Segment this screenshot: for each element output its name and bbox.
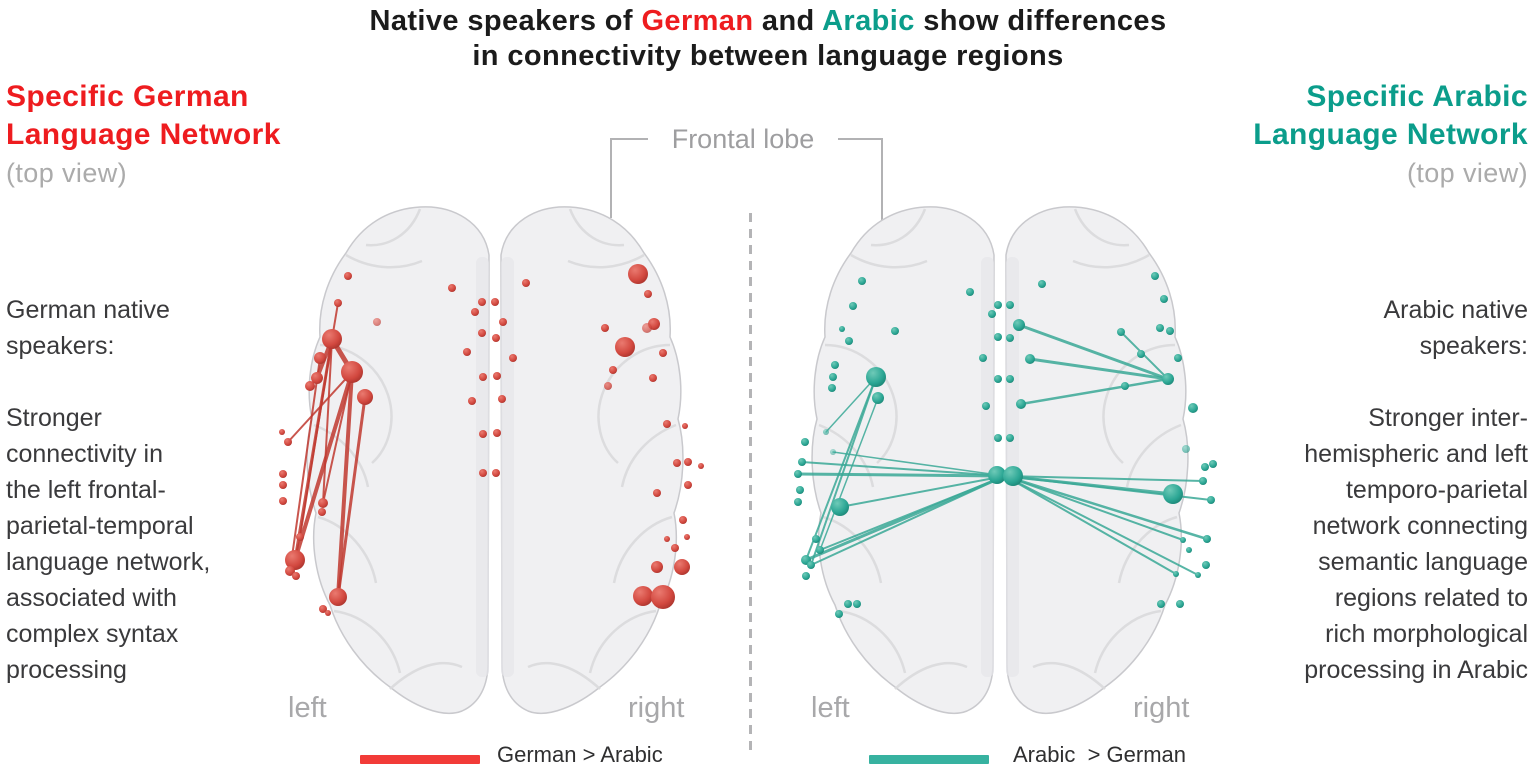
connectivity-nodes [794, 272, 1217, 618]
title-part3: show differences [914, 5, 1167, 37]
title-line-1: Native speakers of German and Arabic sho… [0, 4, 1536, 39]
figure-title: Native speakers of German and Arabic sho… [0, 4, 1536, 74]
frontal-lobe-connector-right-v [881, 138, 883, 232]
legend-german-label: German > Arabic [497, 742, 663, 767]
arabic-heading-line1: Specific Arabic [1306, 80, 1528, 113]
connectivity-nodes [279, 264, 704, 616]
arabic-heading-line2: Language Network [1253, 118, 1528, 151]
brain-figure-german [279, 206, 704, 715]
german-heading-line2: Language Network [6, 118, 281, 151]
german-description: German native speakers: Stronger connect… [6, 296, 211, 684]
arabic-network-heading: Specific Arabic Language Network (top vi… [1253, 78, 1528, 192]
title-line-2: in connectivity between language regions [472, 40, 1064, 72]
brain-right-hemisphere [1005, 206, 1189, 715]
brain-right-hemisphere [500, 206, 684, 715]
arabic-description: Arabic native speakers: Stronger inter- … [1304, 296, 1528, 684]
title-part2: and [753, 5, 823, 37]
frontal-lobe-connector-right-h [838, 138, 883, 140]
title-arabic-highlight: Arabic [822, 5, 915, 37]
german-hemisphere-label-left: left [288, 692, 327, 724]
title-german-highlight: German [641, 5, 754, 37]
german-hemisphere-label-right: right [628, 692, 685, 724]
panel-divider [749, 213, 752, 755]
frontal-lobe-label: Frontal lobe [671, 124, 815, 154]
german-top-view-label: (top view) [6, 158, 128, 188]
brain-figure-arabic [794, 206, 1217, 715]
german-heading-line1: Specific German [6, 80, 249, 113]
brain-left-hemisphere [811, 206, 995, 715]
legend-arabic-swatch [869, 755, 989, 764]
arabic-hemisphere-label-left: left [811, 692, 850, 724]
arabic-hemisphere-label-right: right [1133, 692, 1190, 724]
arabic-top-view-label: (top view) [1406, 158, 1528, 188]
brain-left-hemisphere [306, 206, 490, 715]
legend-german-swatch [360, 755, 480, 764]
title-part1: Native speakers of [369, 5, 642, 37]
frontal-lobe-connector-left-h [610, 138, 648, 140]
frontal-lobe-connector-left-v [610, 138, 612, 218]
german-network-heading: Specific German Language Network (top vi… [6, 78, 281, 192]
legend-arabic-label: Arabic > German [1013, 742, 1187, 767]
